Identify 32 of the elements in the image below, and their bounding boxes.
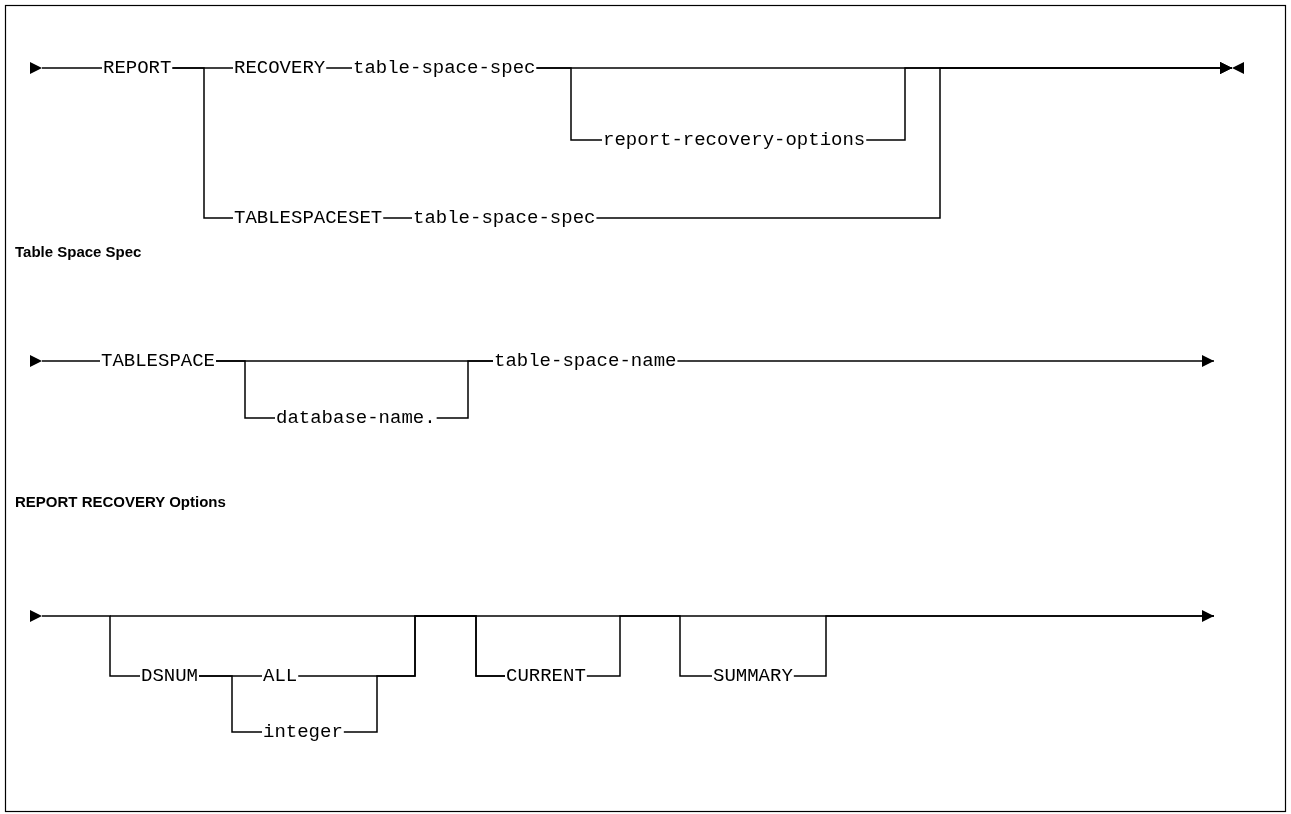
railroad-line (586, 615, 713, 677)
statement-start-mark (30, 355, 42, 367)
syntax-term: ALL (262, 665, 299, 687)
railroad-line (793, 610, 1215, 677)
section-heading: Table Space Spec (15, 243, 142, 260)
railroad-line (198, 675, 263, 733)
syntax-term: database-name. (275, 407, 437, 429)
syntax-term: table-space-spec (352, 57, 537, 79)
syntax-term: REPORT (102, 57, 173, 79)
railroad-line (435, 360, 494, 419)
railroad-line (595, 62, 1233, 219)
syntax-term: table-space-name (493, 350, 678, 372)
syntax-term: CURRENT (505, 665, 587, 687)
railroad-line (171, 67, 234, 219)
syntax-term: SUMMARY (712, 665, 794, 687)
railroad-line (676, 355, 1215, 367)
railroad-line (325, 67, 353, 69)
syntax-term: integer (262, 721, 344, 743)
syntax-term: DSNUM (140, 665, 199, 687)
railroad-line (343, 615, 506, 733)
section-heading: REPORT RECOVERY Options (15, 493, 226, 510)
statement-start-mark (30, 610, 42, 622)
syntax-term: TABLESPACE (100, 350, 217, 372)
railroad-line (41, 67, 103, 69)
syntax-term: table-space-spec (412, 207, 597, 229)
railroad-line (41, 360, 101, 362)
syntax-term: RECOVERY (233, 57, 327, 79)
syntax-term: TABLESPACESET (233, 207, 384, 229)
syntax-term: report-recovery-options (602, 129, 867, 151)
statement-start-mark (30, 62, 42, 74)
railroad-line (382, 217, 413, 219)
railroad-line (41, 615, 141, 677)
